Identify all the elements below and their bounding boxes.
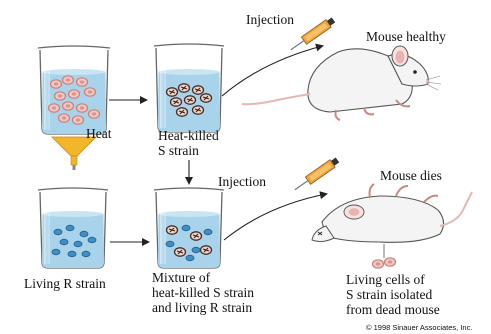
beaker-icon-heat-killed — [154, 44, 224, 132]
mouse-icon-dead — [312, 184, 472, 242]
syringe-icon-top — [288, 16, 336, 53]
injection-label-bottom: Injection — [218, 174, 266, 189]
mixture-label-line2: heat-killed S strain — [152, 285, 254, 300]
mouse-dies-label: Mouse dies — [380, 168, 442, 183]
beaker-icon-mixture — [154, 188, 224, 268]
isolated-s-cells — [373, 244, 396, 268]
living-cells-label-line3: from dead mouse — [346, 302, 440, 317]
heat-killed-label-line1: Heat-killed — [158, 128, 219, 143]
syringe-icon-bottom — [292, 156, 340, 193]
living-cells-label-line1: Living cells of — [346, 272, 425, 287]
injection-label-top: Injection — [246, 12, 294, 27]
mixture-label-line1: Mixture of — [152, 270, 210, 285]
arrow-icon-to-healthy-mouse — [222, 46, 322, 96]
mouse-icon-healthy — [242, 46, 441, 120]
beaker-icon-r-strain — [38, 188, 108, 268]
living-r-strain-label: Living R strain — [24, 276, 106, 291]
arrow-icon-to-dead-mouse — [224, 194, 326, 240]
heat-killed-label-line2: S strain — [158, 143, 199, 158]
mixture-label-line3: and living R strain — [152, 300, 252, 315]
mouse-healthy-label: Mouse healthy — [366, 29, 446, 44]
beaker-icon-s-strain — [38, 46, 110, 134]
living-cells-label-line2: S strain isolated — [346, 287, 432, 302]
copyright-notice: © 1998 Sinauer Associates, Inc. — [366, 323, 472, 332]
heat-label: Heat — [86, 126, 111, 141]
funnel-icon — [52, 137, 96, 170]
